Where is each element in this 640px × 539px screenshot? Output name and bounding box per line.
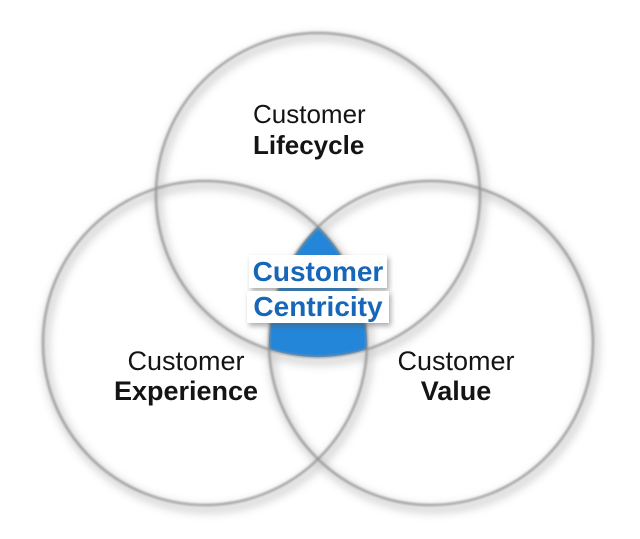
circle-value-edge — [268, 180, 594, 506]
label-customer-value-line1: Customer — [397, 346, 515, 376]
circle-experience-shadow — [42, 182, 373, 513]
circle-lifecycle-edge — [155, 32, 481, 358]
center-label-box-customer: Customer — [249, 255, 387, 288]
label-customer-experience: Customer Experience — [114, 346, 258, 406]
circle-experience-edge — [42, 180, 368, 506]
circle-lifecycle-shadow — [155, 34, 486, 365]
label-customer-lifecycle-line1: Customer — [253, 99, 366, 129]
label-customer-lifecycle: Customer Lifecycle — [253, 99, 366, 161]
label-customer-experience-line1: Customer — [127, 346, 245, 376]
center-label-customer: Customer — [252, 256, 384, 287]
center-label-box-centricity: Centricity — [247, 291, 389, 323]
center-label-centricity: Centricity — [253, 291, 383, 322]
label-customer-experience-line2: Experience — [113, 376, 259, 406]
circle-edges — [42, 32, 594, 506]
label-customer-lifecycle-line2: Lifecycle — [253, 130, 365, 160]
label-customer-value-line2: Value — [420, 376, 492, 406]
label-customer-value: Customer Value — [397, 346, 514, 406]
